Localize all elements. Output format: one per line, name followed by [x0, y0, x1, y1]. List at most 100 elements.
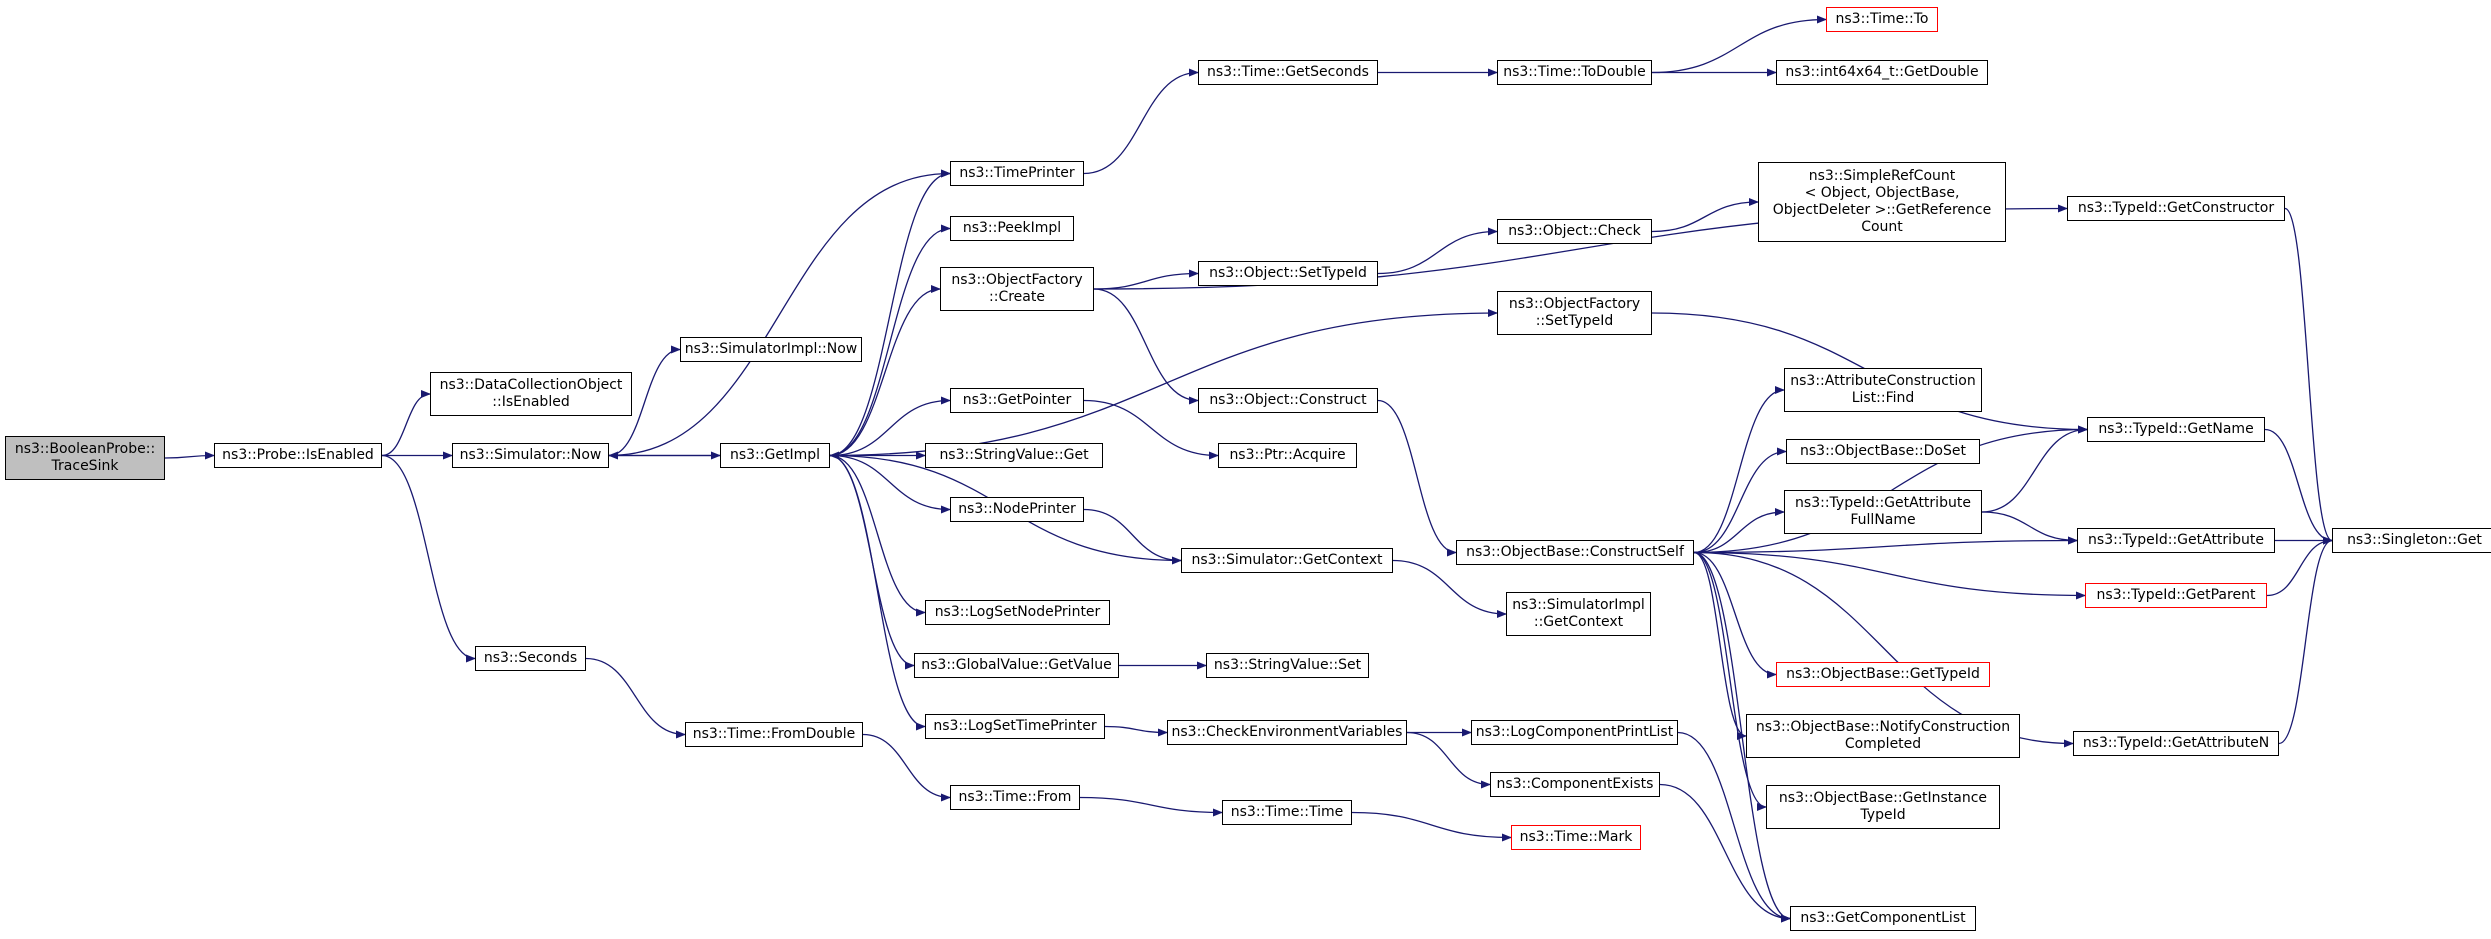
edge-n25-n33 — [1351, 811, 1512, 842]
node-simplerefcount-getreferencecount[interactable]: ns3::SimpleRefCount< Object, ObjectBase,… — [1758, 162, 2006, 242]
edge-n29-n37 — [1693, 386, 1785, 554]
node-singleton-get[interactable]: ns3::Singleton::Get — [2332, 528, 2491, 553]
node-time-time[interactable]: ns3::Time::Time — [1222, 800, 1352, 825]
edge-n47-n49 — [2266, 536, 2333, 597]
node-time-getseconds[interactable]: ns3::Time::GetSeconds — [1198, 60, 1378, 85]
node-ptr-acquire[interactable]: ns3::Ptr::Acquire — [1218, 443, 1357, 468]
node-label-line: ns3::StringValue::Get — [939, 447, 1089, 463]
node-seconds[interactable]: ns3::Seconds — [475, 646, 586, 671]
node-label-line: ::Create — [989, 289, 1045, 305]
edge-n17-n24 — [1104, 725, 1168, 737]
node-simulatorimpl-now[interactable]: ns3::SimulatorImpl::Now — [680, 337, 862, 362]
node-getpointer[interactable]: ns3::GetPointer — [950, 388, 1084, 413]
node-logsetnodeprinter[interactable]: ns3::LogSetNodePrinter — [925, 600, 1110, 625]
node-label-line: TypeId — [1860, 807, 1906, 823]
node-getcomponentlist[interactable]: ns3::GetComponentList — [1790, 906, 1976, 931]
edge-n29-n39 — [1693, 508, 1785, 554]
node-label-line: ns3::SimpleRefCount — [1808, 168, 1956, 184]
edge-n29-n40 — [1693, 551, 1777, 679]
node-time-fromdouble[interactable]: ns3::Time::FromDouble — [685, 722, 863, 747]
edge-n7-n8 — [862, 733, 951, 802]
node-label-line: ::IsEnabled — [492, 394, 570, 410]
node-typeid-getattribute[interactable]: ns3::TypeId::GetAttribute — [2077, 528, 2275, 553]
node-label-line: ns3::Probe::IsEnabled — [222, 447, 374, 463]
edge-n31-n43 — [1677, 731, 1791, 923]
node-time-mark[interactable]: ns3::Time::Mark — [1511, 825, 1641, 850]
edge-n32-n43 — [1659, 783, 1791, 923]
edge-n9-n18 — [1083, 68, 1199, 175]
node-stringvalue-set[interactable]: ns3::StringValue::Set — [1206, 653, 1369, 678]
node-label-line: ns3::GetPointer — [962, 392, 1072, 408]
node-getimpl[interactable]: ns3::GetImpl — [720, 443, 830, 468]
edge-n29-n42 — [1693, 551, 1767, 811]
edge-n19-n27 — [1377, 227, 1498, 275]
node-label-line: ObjectDeleter >::GetReference — [1772, 202, 1992, 218]
node-timeprinter[interactable]: ns3::TimePrinter — [950, 161, 1084, 186]
node-objectbase-doset[interactable]: ns3::ObjectBase::DoSet — [1786, 439, 1980, 464]
node-time-from[interactable]: ns3::Time::From — [950, 785, 1080, 810]
edge-n39-n46 — [1981, 511, 2078, 545]
node-typeid-getconstructor[interactable]: ns3::TypeId::GetConstructor — [2067, 196, 2285, 221]
node-label-line: ns3::AttributeConstruction — [1790, 373, 1976, 389]
node-globalvalue-getvalue[interactable]: ns3::GlobalValue::GetValue — [914, 653, 1119, 678]
node-label-line: < Object, ObjectBase, — [1804, 185, 1960, 201]
edge-n14-n22 — [1083, 508, 1182, 565]
node-label-line: ns3::GetImpl — [729, 447, 820, 463]
node-label-line: ::SetTypeId — [1535, 313, 1614, 329]
node-typeid-getname[interactable]: ns3::TypeId::GetName — [2087, 417, 2265, 442]
node-label-line: TraceSink — [51, 458, 119, 474]
node-objectfactory-create[interactable]: ns3::ObjectFactory::Create — [940, 267, 1094, 311]
node-objectfactory-settypeid[interactable]: ns3::ObjectFactory::SetTypeId — [1497, 291, 1652, 335]
node-nodeprinter[interactable]: ns3::NodePrinter — [950, 497, 1084, 522]
node-label-line: ns3::Ptr::Acquire — [1229, 447, 1346, 463]
node-time-todouble[interactable]: ns3::Time::ToDouble — [1497, 60, 1652, 85]
node-object-construct[interactable]: ns3::Object::Construct — [1198, 388, 1378, 413]
edge-n6-n12 — [829, 396, 951, 457]
edge-n6-n17 — [829, 454, 926, 731]
node-checkenvironmentvariables[interactable]: ns3::CheckEnvironmentVariables — [1167, 720, 1407, 745]
node-label-line: ns3::TimePrinter — [959, 165, 1075, 181]
node-int64x64-getdouble[interactable]: ns3::int64x64_t::GetDouble — [1776, 60, 1988, 85]
edge-n45-n49 — [2264, 428, 2333, 545]
node-stringvalue-get[interactable]: ns3::StringValue::Get — [925, 443, 1103, 468]
node-simulatorimpl-getcontext[interactable]: ns3::SimulatorImpl::GetContext — [1506, 592, 1651, 636]
node-objectbase-gettypeid[interactable]: ns3::ObjectBase::GetTypeId — [1776, 662, 1990, 687]
node-label-line: ns3::Time::From — [958, 789, 1072, 805]
edge-n22-n30 — [1392, 559, 1507, 618]
node-peekimpl[interactable]: ns3::PeekImpl — [950, 216, 1074, 241]
node-label-line: ns3::Time::ToDouble — [1503, 64, 1646, 80]
edge-n29-n46 — [1693, 536, 2078, 554]
node-time-to[interactable]: ns3::Time::To — [1826, 7, 1938, 32]
edge-n26-n34 — [1651, 15, 1827, 74]
node-label-line: ns3::ObjectBase::GetInstance — [1778, 790, 1988, 806]
node-logsettimeprinter[interactable]: ns3::LogSetTimePrinter — [925, 714, 1105, 739]
node-object-settypeid[interactable]: ns3::Object::SetTypeId — [1198, 261, 1378, 286]
node-probe-isenabled[interactable]: ns3::Probe::IsEnabled — [214, 443, 382, 468]
edge-n11-n20 — [1093, 288, 1199, 405]
node-typeid-getparent[interactable]: ns3::TypeId::GetParent — [2085, 583, 2267, 608]
edge-n6-n10 — [829, 224, 951, 457]
node-label-line: ns3::ObjectBase::ConstructSelf — [1466, 544, 1684, 560]
node-simulator-now[interactable]: ns3::Simulator::Now — [452, 443, 609, 468]
edge-n44-n49 — [2284, 207, 2333, 545]
node-label-line: ns3::ObjectFactory — [951, 272, 1083, 288]
node-label-line: ns3::ObjectBase::DoSet — [1800, 443, 1966, 459]
node-simulator-getcontext[interactable]: ns3::Simulator::GetContext — [1181, 548, 1393, 573]
node-logcomponentprintlist[interactable]: ns3::LogComponentPrintList — [1471, 720, 1678, 745]
node-datacollectionobject-isenabled[interactable]: ns3::DataCollectionObject::IsEnabled — [430, 372, 632, 416]
edge-n6-n15 — [829, 454, 926, 617]
node-typeid-getattributen[interactable]: ns3::TypeId::GetAttributeN — [2073, 731, 2279, 756]
node-label-line: ns3::BooleanProbe:: — [14, 441, 156, 457]
node-label-line: ns3::Time::Mark — [1519, 829, 1633, 845]
node-label-line: ns3::ObjectFactory — [1508, 296, 1641, 312]
edge-n29-n38 — [1693, 447, 1787, 554]
node-componentexists[interactable]: ns3::ComponentExists — [1490, 772, 1660, 797]
node-object-check[interactable]: ns3::Object::Check — [1497, 219, 1652, 244]
edge-n1-n4 — [381, 454, 476, 663]
node-objectbase-constructself[interactable]: ns3::ObjectBase::ConstructSelf — [1456, 540, 1694, 565]
